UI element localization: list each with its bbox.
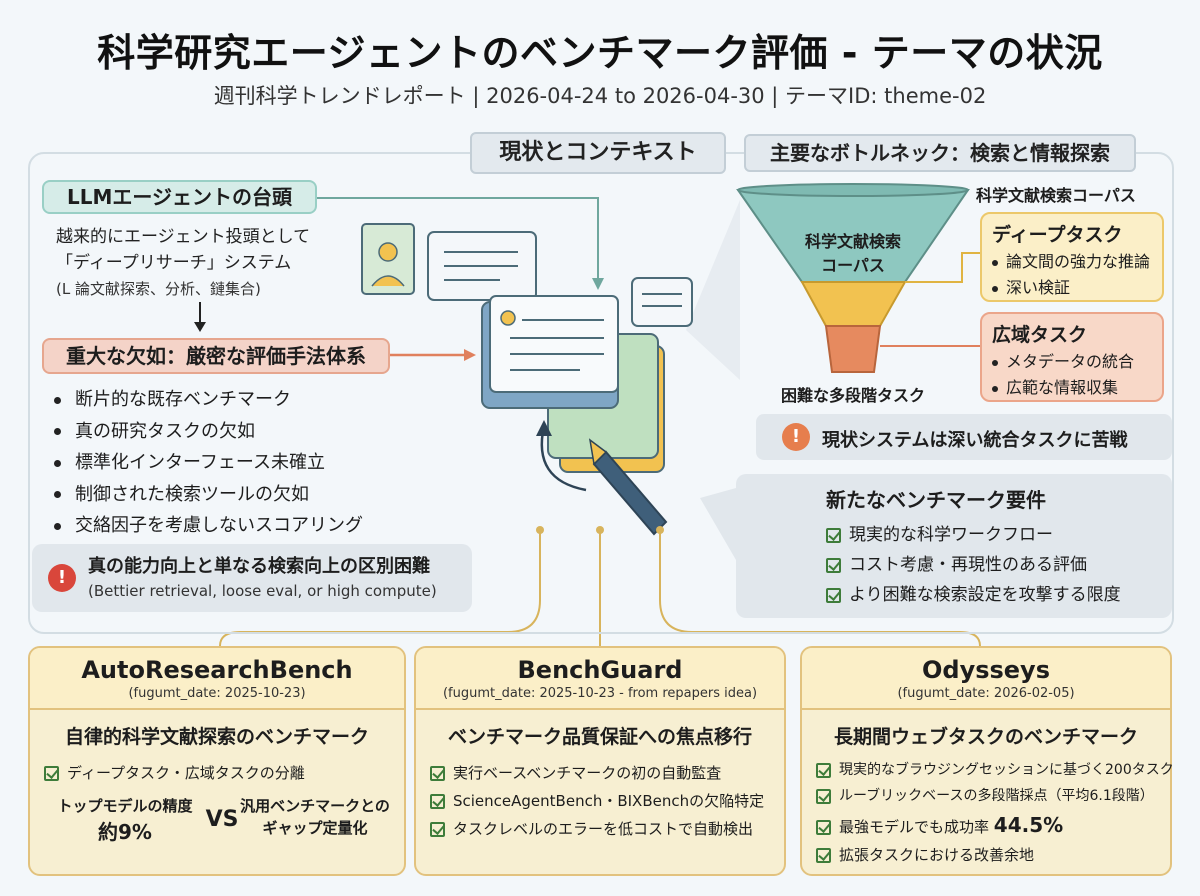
list-item: 論文間の強力な推論	[992, 249, 1152, 275]
wide-task-title: 広域タスク	[992, 324, 1088, 346]
connector-llm-line	[317, 197, 599, 280]
connector-gap-arrow	[464, 349, 476, 361]
card-name: AutoResearchBench	[81, 656, 353, 684]
check-icon	[430, 766, 445, 781]
check-icon	[816, 788, 831, 804]
list-item: 最強モデルでも成功率 44.5%	[802, 809, 1170, 841]
list-item: 断片的な既存ベンチマーク	[54, 384, 363, 416]
check-icon	[826, 557, 841, 573]
check-icon	[816, 762, 831, 778]
chat-bubble-icon	[631, 277, 693, 327]
check-icon	[430, 822, 445, 837]
card-benchguard: BenchGuard (fugumt_date: 2025-10-23 - fr…	[414, 646, 786, 876]
evaluation-gap-header: 重大な欠如：厳密な評価手法体系	[42, 338, 390, 374]
comparison-left: トップモデルの精度 約9%	[57, 797, 193, 844]
alert-sub-text: (Bettier retrieval, loose eval, or high …	[88, 582, 437, 600]
list-item: より困難な検索設定を攻撃する限度	[826, 580, 1121, 610]
connector-deep	[905, 252, 980, 283]
corpus-title: 科学文献検索コーパス	[976, 186, 1136, 205]
check-icon	[816, 848, 831, 863]
list-item: ScienceAgentBench・BIXBenchの欠陥特定	[416, 787, 784, 815]
list-item: 深い検証	[992, 275, 1152, 301]
check-icon	[430, 794, 445, 809]
list-item: 現実的なブラウジングセッションに基づく200タスク	[802, 757, 1174, 783]
list-item: 現実的な科学ワークフロー	[826, 520, 1121, 550]
comparison-vs: VS	[205, 807, 239, 832]
warning-icon: !	[782, 423, 810, 451]
list-item: 実行ベースベンチマークの初の自動監査	[416, 759, 784, 787]
list-item: ルーブリックベースの多段階採点（平均6.1段階）	[802, 783, 1170, 809]
gap-bullet-list: 断片的な既存ベンチマーク 真の研究タスクの欠如 標準化インターフェース未確立 制…	[54, 384, 363, 542]
list-item: タスクレベルのエラーを低コストで自動検出	[416, 815, 784, 843]
struggle-alert: ! 現状システムは深い統合タスクに苦戦	[756, 414, 1172, 460]
card-date: (fugumt_date: 2026-02-05)	[897, 686, 1075, 701]
struggle-alert-text: 現状システムは深い統合タスクに苦戦	[822, 430, 1128, 451]
card-name: BenchGuard	[517, 656, 683, 684]
card-date: (fugumt_date: 2025-10-23)	[128, 686, 306, 701]
callout-pointer	[700, 488, 736, 560]
alert-main-text: 真の能力向上と単なる検索向上の区別困難	[88, 556, 430, 577]
section-label-context: 現状とコンテキスト	[470, 132, 726, 174]
pen-icon	[588, 438, 668, 536]
warning-icon: !	[48, 564, 76, 592]
llm-agents-header: LLMエージェントの台頭	[42, 180, 317, 214]
list-item: メタデータの統合	[992, 349, 1152, 375]
card-list: 実行ベースベンチマークの初の自動監査 ScienceAgentBench・BIX…	[416, 759, 784, 843]
requirements-box: 新たなベンチマーク要件 現実的な科学ワークフロー コスト考慮・再現性のある評価 …	[736, 474, 1172, 618]
cycle-arrow-head	[536, 420, 552, 436]
check-icon	[826, 587, 841, 603]
check-icon	[826, 527, 841, 543]
success-rate-value: 44.5%	[993, 813, 1064, 837]
list-item: 拡張タスクにおける改善余地	[802, 841, 1170, 869]
llm-agents-description: 越来的にエージェント投頭として 「ディープリサーチ」システム (L 論文献探索、…	[56, 224, 310, 302]
card-odysseys: Odysseys (fugumt_date: 2026-02-05) 長期間ウェ…	[800, 646, 1174, 876]
requirements-title: 新たなベンチマーク要件	[826, 488, 1046, 512]
connector-llm-arrow	[592, 278, 604, 290]
card-autoresearchbench: AutoResearchBench (fugumt_date: 2025-10-…	[28, 646, 406, 876]
capability-alert: ! 真の能力向上と単なる検索向上の区別困難 (Bettier retrieval…	[32, 544, 472, 612]
description-line: (L 論文献探索、分析、鏈集合)	[56, 280, 261, 298]
funnel-callout-pointer	[686, 200, 740, 380]
page-subtitle: 週刊科学トレンドレポート | 2026-04-24 to 2026-04-30 …	[213, 84, 987, 108]
document-stack-icon	[481, 295, 665, 473]
deep-task-title: ディープタスク	[992, 224, 1123, 246]
section-label-bottleneck: 主要なボトルネック：検索と情報探索	[744, 134, 1136, 172]
description-line: 「ディープリサーチ」システム	[56, 253, 292, 273]
page-title: 科学研究エージェントのベンチマーク評価 - テーマの状況	[97, 31, 1103, 75]
user-document-icon	[361, 223, 415, 295]
check-icon	[44, 766, 59, 781]
funnel-top-label: 科学文献検索 コーパス	[804, 232, 901, 275]
funnel-icon	[736, 183, 970, 373]
list-item: 交絡因子を考慮しないスコアリング	[54, 510, 363, 542]
card-date: (fugumt_date: 2025-10-23 - from repapers…	[442, 686, 758, 701]
chat-bubble-icon	[427, 231, 537, 301]
list-item: 標準化インターフェース未確立	[54, 447, 363, 479]
list-item: 真の研究タスクの欠如	[54, 416, 363, 448]
cycle-arrow-line	[540, 425, 587, 492]
requirements-list: 現実的な科学ワークフロー コスト考慮・再現性のある評価 より困難な検索設定を攻撃…	[826, 520, 1121, 610]
list-item: ディープタスク・広域タスクの分離	[30, 759, 404, 787]
card-subtitle: ベンチマーク品質保証への焦点移行	[447, 726, 752, 748]
description-line: 越来的にエージェント投頭として	[56, 227, 311, 247]
list-item: コスト考慮・再現性のある評価	[826, 550, 1121, 580]
comparison-row: トップモデルの精度 約9% VS 汎用ベンチマークとの ギャップ定量化	[30, 795, 404, 855]
down-arrow-head	[194, 322, 206, 332]
wide-task-card: 広域タスク メタデータの統合 広範な情報収集	[980, 312, 1164, 402]
card-subtitle: 長期間ウェブタスクのベンチマーク	[833, 726, 1138, 748]
check-icon	[816, 820, 831, 835]
deep-task-card: ディープタスク 論文間の強力な推論 深い検証	[980, 212, 1164, 302]
card-subtitle: 自律的科学文献探索のベンチマーク	[64, 726, 369, 748]
card-name: Odysseys	[921, 656, 1050, 684]
list-item: 制御された検索ツールの欠如	[54, 479, 363, 511]
comparison-right: 汎用ベンチマークとの ギャップ定量化	[240, 797, 390, 837]
funnel-bottom-label: 困難な多段階タスク	[780, 386, 925, 405]
list-item: 広範な情報収集	[992, 375, 1152, 401]
card-list: 現実的なブラウジングセッションに基づく200タスク ルーブリックベースの多段階採…	[802, 757, 1174, 869]
